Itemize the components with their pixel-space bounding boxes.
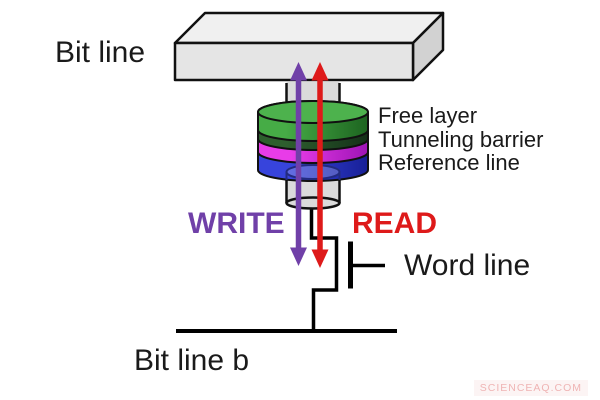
read-arrowhead-down [311,249,329,268]
write-label: WRITE [188,207,285,240]
bit-line-label: Bit line [55,36,146,69]
bit-line-slab-top [173,11,445,45]
transistor-symbol [176,208,397,333]
reference-line-label: Reference line [378,150,520,175]
bit-line-b-label: Bit line b [134,344,250,377]
transistor-channel-wire [309,208,339,331]
read-arrowhead-up [311,62,329,81]
write-arrowhead-down [290,247,307,266]
tunneling-barrier-label: Tunneling barrier [378,126,544,152]
write-arrow [290,62,307,266]
watermark: SCIENCEAQ.COM [473,380,588,396]
free-layer-top-face [257,100,369,124]
via-pillar-bottom-cap [285,196,341,210]
read-arrow [311,62,329,268]
mtj-stack [257,100,369,182]
pillar-through-hole [285,164,341,180]
stack-layer-labels: Free layer Tunneling barrier Reference l… [378,104,544,175]
bit-line-slab [173,11,445,82]
write-arrowhead-up [290,62,307,81]
word-line-label: Word line [404,249,531,282]
read-label: READ [352,207,438,240]
free-layer-label: Free layer [378,103,478,128]
